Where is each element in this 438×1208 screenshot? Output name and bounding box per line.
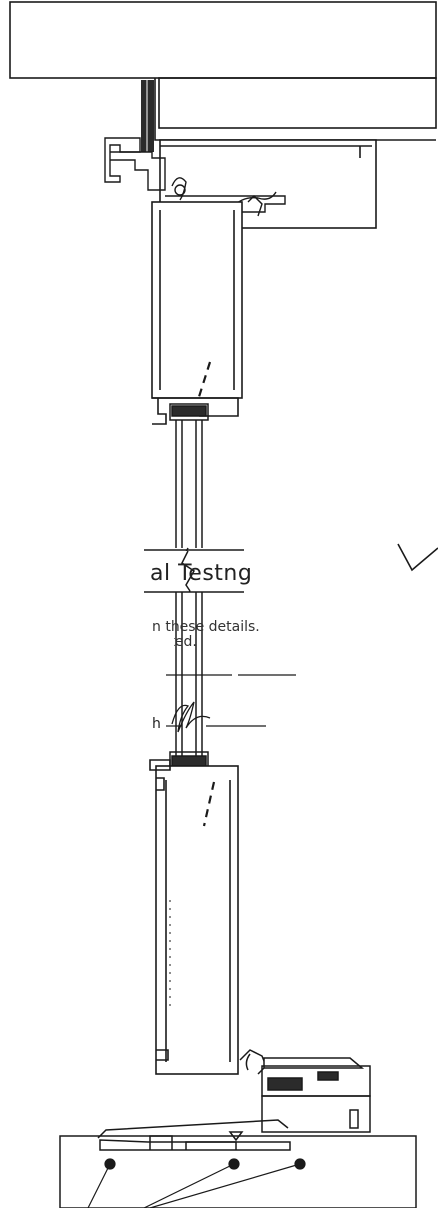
sill-assembly [59, 1049, 417, 1208]
stamp-note-line-2: noted. [152, 634, 197, 650]
stamp-note-line-1: n these details. [152, 619, 260, 635]
lower-sash [149, 759, 239, 1075]
callout-dots [87, 1158, 306, 1208]
stamp-lines [166, 674, 296, 727]
signature-prefix: h [152, 716, 161, 732]
break-symbol [144, 547, 244, 593]
checkmark-icon [397, 543, 438, 572]
signature-icon [171, 701, 211, 733]
head-lintel [9, 1, 437, 229]
stamp-title: al Testng [150, 561, 253, 586]
upper-sash [151, 201, 243, 425]
